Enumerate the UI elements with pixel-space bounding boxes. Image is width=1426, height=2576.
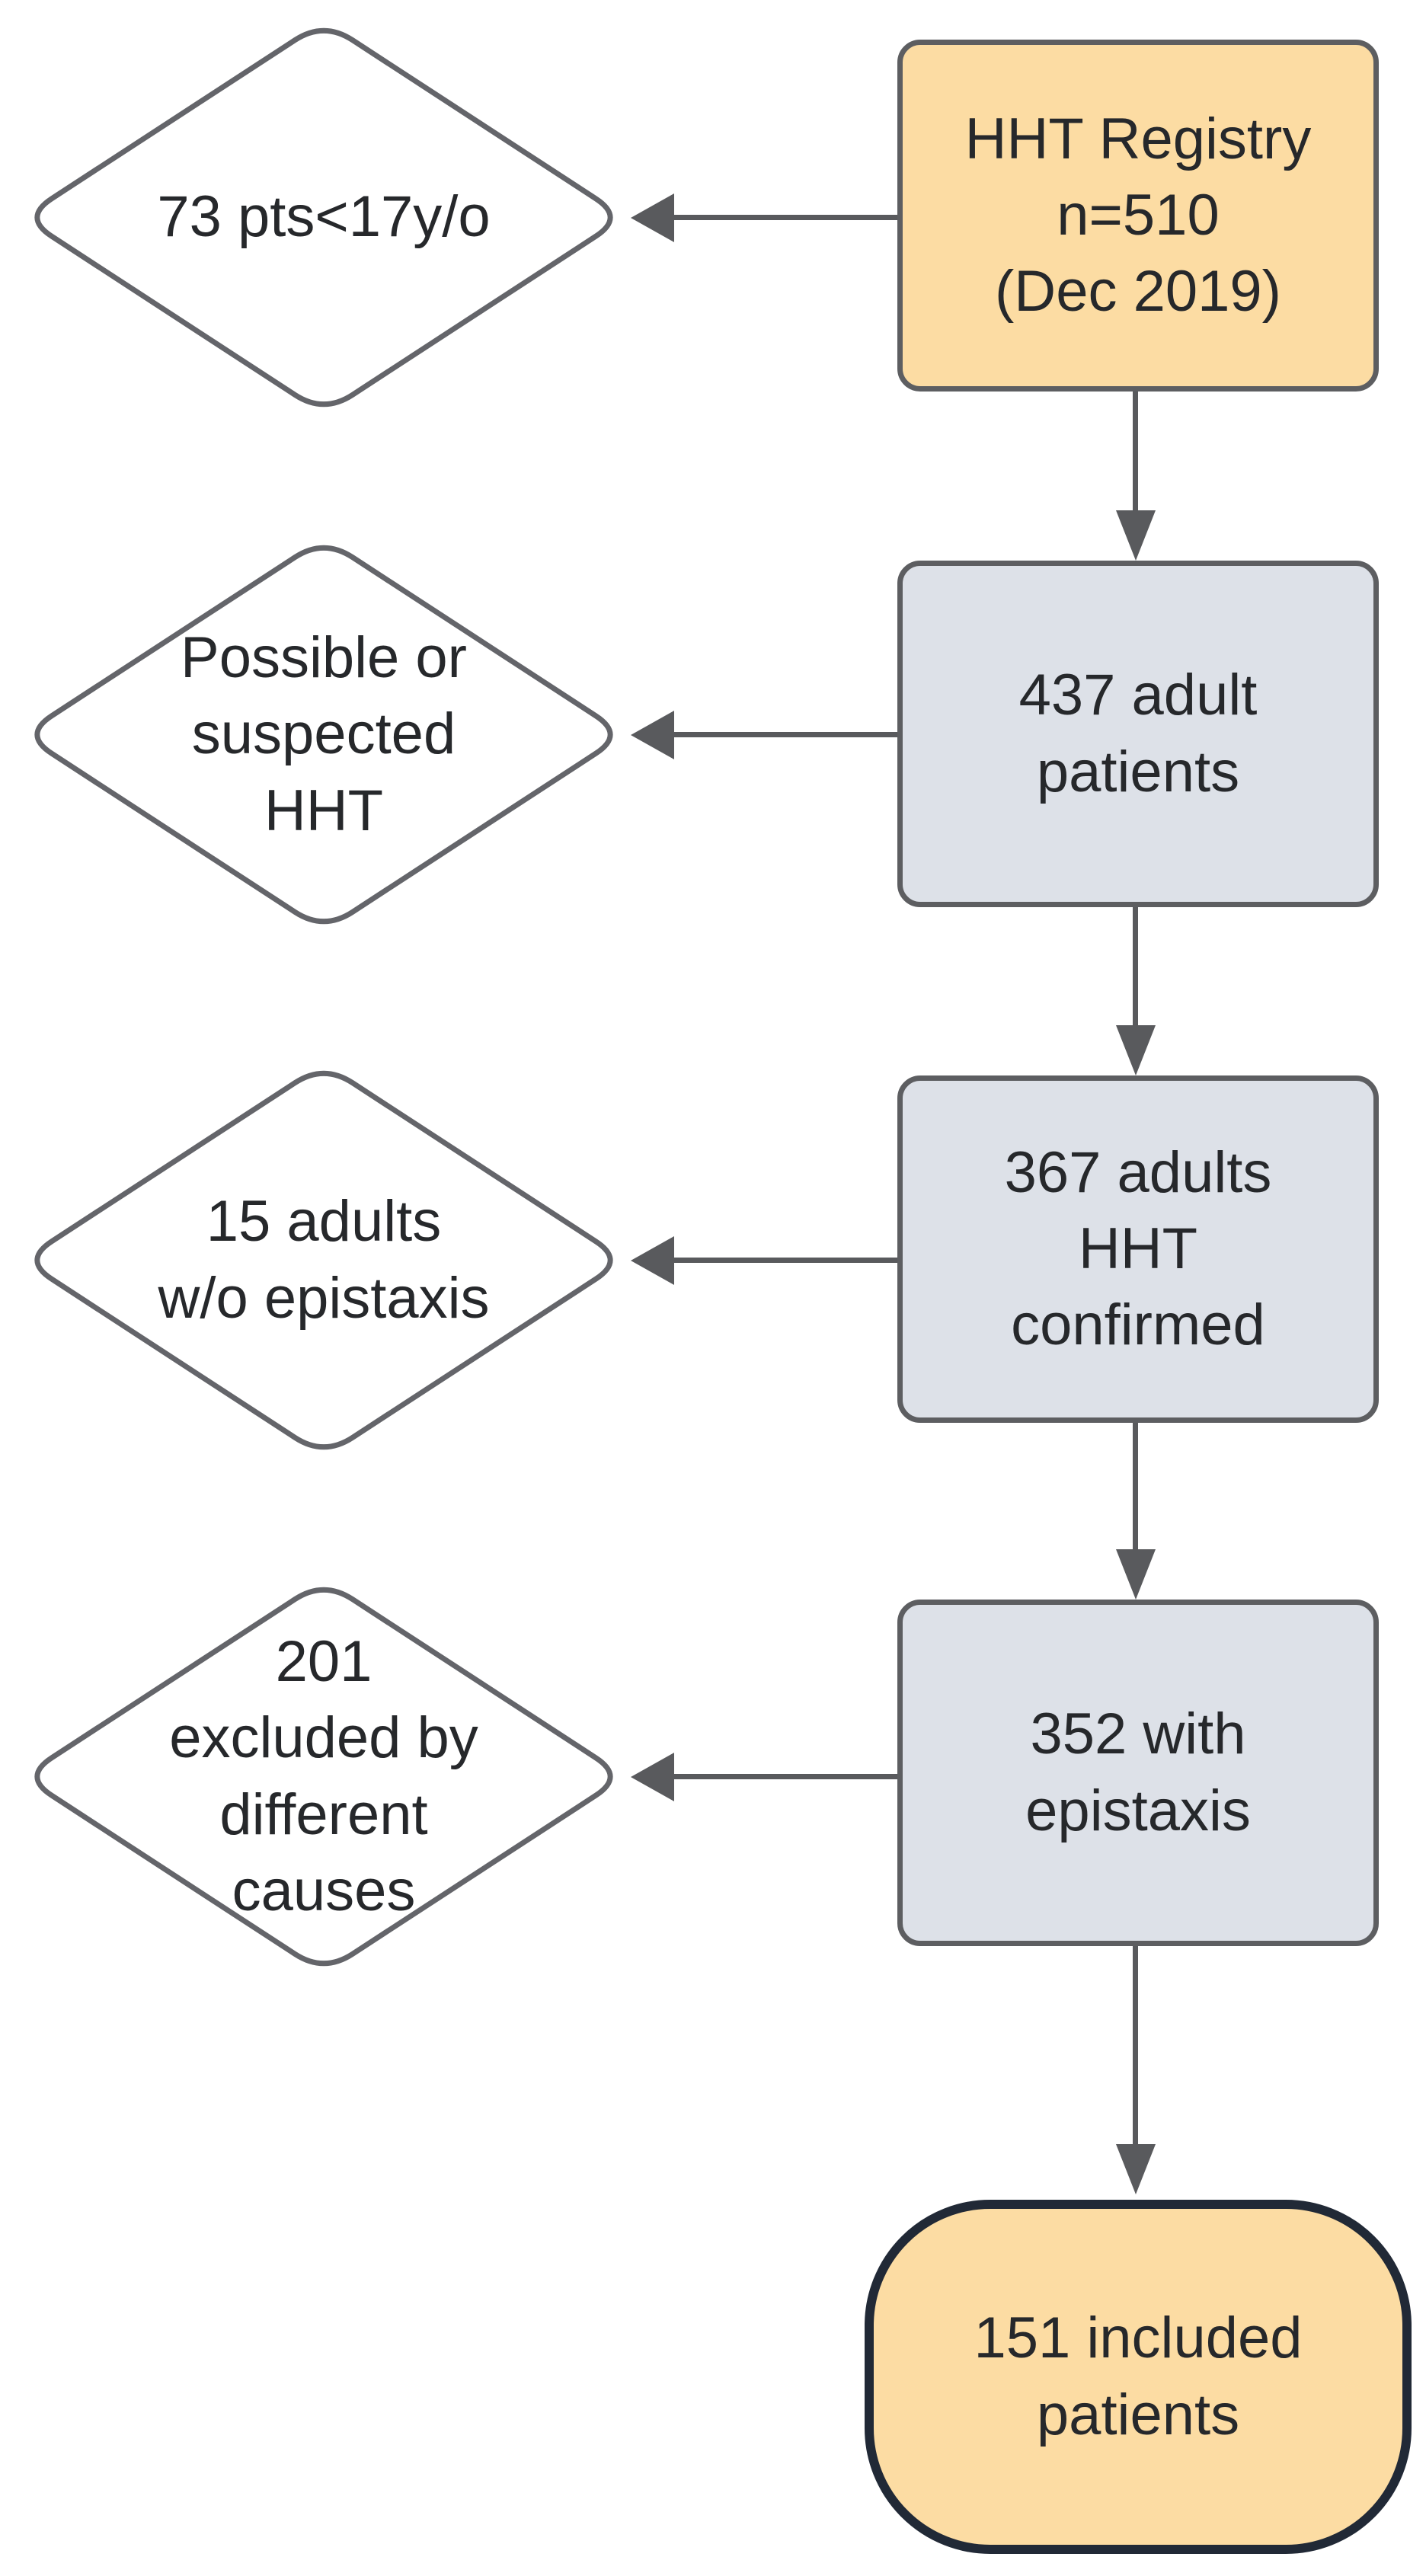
node-adult-patients: 437 adult patients: [897, 561, 1379, 907]
diamond-shape-icon: [34, 1587, 613, 1967]
node-registry: HHT Registry n=510 (Dec 2019): [897, 40, 1379, 392]
node-label: 201 excluded by different causes: [169, 1628, 478, 1923]
node-label: Possible or suspected HHT: [181, 625, 467, 843]
node-excluded-other-causes: 201 excluded by different causes: [19, 1577, 628, 1977]
diamond-shape-icon: [34, 1070, 613, 1450]
arrow-hht-confirmed-to-no-epistaxis-line: [673, 1258, 897, 1263]
arrow-down-head-icon: [1116, 1549, 1156, 1600]
node-excluded-under-17: 73 pts<17y/o: [19, 18, 628, 417]
arrow-down-head-icon: [1116, 2144, 1156, 2194]
node-label: 15 adults w/o epistaxis: [158, 1189, 490, 1331]
arrow-left-head-icon: [631, 1753, 674, 1801]
node-included-patients: 151 included patients: [865, 2200, 1412, 2554]
arrow-adult-patients-to-possible-suspected-line: [673, 732, 897, 737]
node-label: 352 with epistaxis: [1025, 1702, 1251, 1843]
node-hht-confirmed: 367 adults HHT confirmed: [897, 1075, 1379, 1423]
node-label: 73 pts<17y/o: [157, 184, 491, 250]
node-with-epistaxis: 352 with epistaxis: [897, 1600, 1379, 1946]
node-label: 151 included patients: [974, 2306, 1303, 2447]
arrow-adult-patients-to-hht-confirmed-line: [1133, 907, 1138, 1027]
node-no-epistaxis: 15 adults w/o epistaxis: [19, 1060, 628, 1460]
node-label: HHT Registry n=510 (Dec 2019): [964, 106, 1312, 324]
arrow-left-head-icon: [631, 711, 674, 759]
diamond-shape-icon: [34, 545, 613, 925]
arrow-with-epistaxis-to-excluded-other-line: [673, 1774, 897, 1779]
diamond-shape-icon: [34, 27, 613, 407]
arrow-down-head-icon: [1116, 1025, 1156, 1075]
node-label: 437 adult patients: [1018, 663, 1258, 804]
arrow-registry-to-adult-patients-line: [1133, 392, 1138, 512]
arrow-hht-confirmed-to-with-epistaxis-line: [1133, 1423, 1138, 1551]
arrow-left-head-icon: [631, 1236, 674, 1285]
node-label: 367 adults HHT confirmed: [1004, 1139, 1272, 1358]
arrow-left-head-icon: [631, 193, 674, 242]
arrow-with-epistaxis-to-included-line: [1133, 1946, 1138, 2146]
arrow-down-head-icon: [1116, 510, 1156, 561]
arrow-registry-to-excluded-under-17-line: [673, 215, 897, 220]
node-possible-suspected-hht: Possible or suspected HHT: [19, 535, 628, 935]
